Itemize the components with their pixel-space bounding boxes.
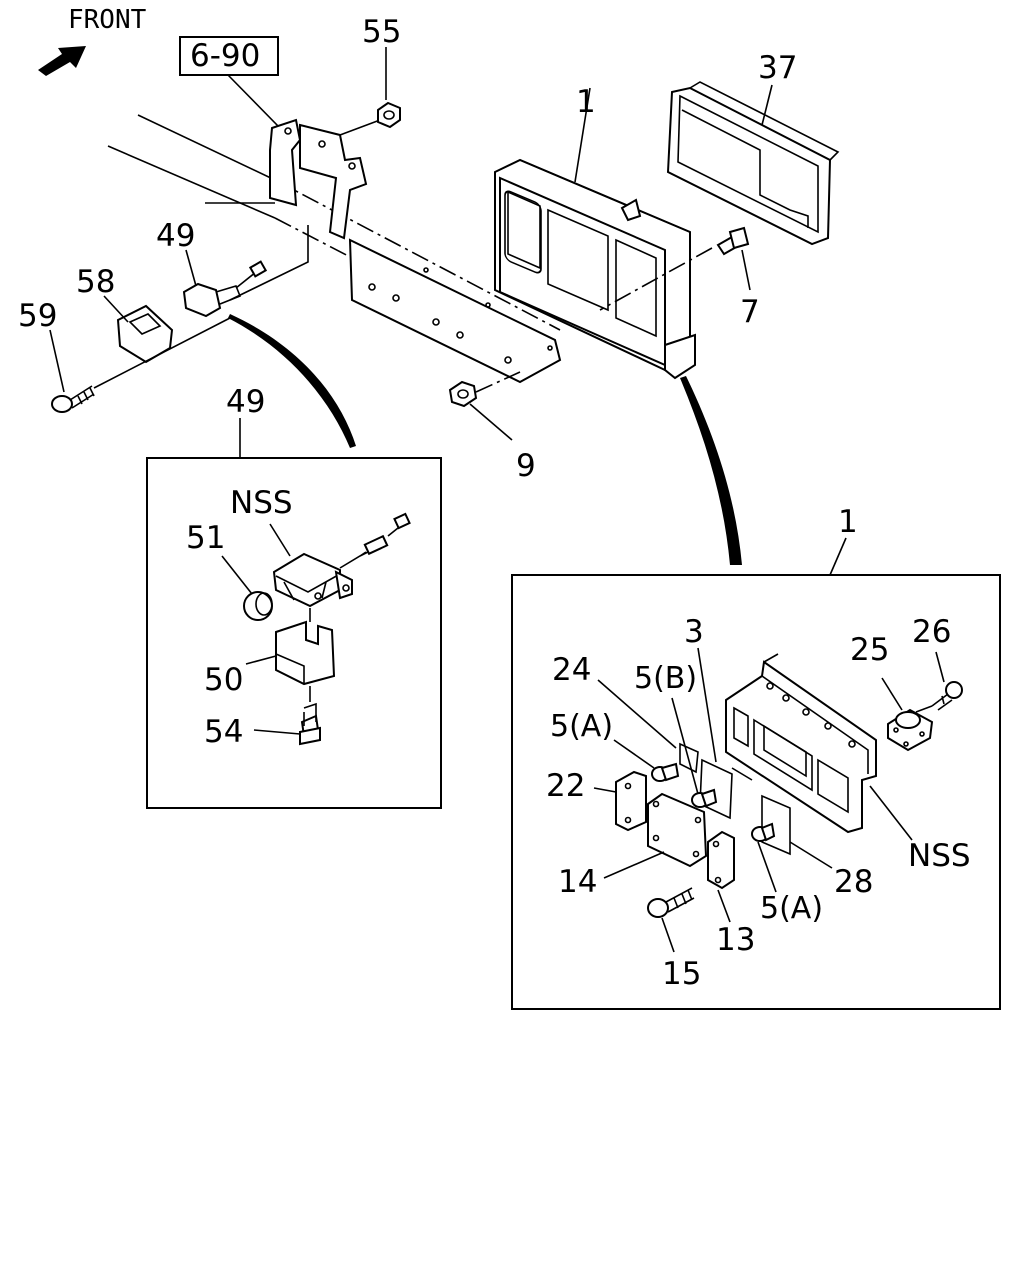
part-22-label: 22 (546, 768, 585, 804)
part-7-label: 7 (740, 294, 760, 330)
part-9-label: 9 (516, 448, 536, 484)
part-55-nut: 55 (362, 14, 401, 129)
part-58-label: 58 (76, 264, 115, 300)
front-arrow-icon (38, 46, 86, 76)
front-indicator: FRONT (38, 5, 147, 76)
part-9-nut: 9 (448, 371, 536, 484)
detail-49-label: 49 (226, 384, 265, 420)
part-1-control-unit: 1 (494, 84, 696, 380)
part-58-cover: 58 (76, 264, 174, 364)
part-51-label: 51 (186, 520, 225, 556)
part-1-label: 1 (576, 84, 596, 120)
callout-sweep-right (680, 376, 742, 565)
part-3-label: 3 (684, 614, 704, 650)
callout-sweep-left (228, 314, 356, 448)
part-37-label: 37 (758, 50, 797, 86)
part-25-label: 25 (850, 632, 889, 668)
detail-box-control-unit: 1 3 24 5(B) 5(A) (511, 504, 1001, 1010)
part-49-label: 49 (156, 218, 195, 254)
part-50-label: 50 (204, 662, 243, 698)
part-15-label: 15 (662, 956, 701, 992)
part-37-cover: 37 (666, 50, 840, 246)
front-label: FRONT (68, 5, 147, 35)
detail-1-label: 1 (838, 504, 858, 540)
nss-left-label: NSS (230, 485, 293, 521)
part-49-relay: 49 (156, 218, 268, 318)
nss-right-label: NSS (908, 838, 971, 874)
part-5a-top-label: 5(A) (550, 709, 613, 744)
detail-box-relay: 49 NSS 51 50 54 (146, 384, 442, 809)
part-14-label: 14 (558, 864, 597, 900)
part-5b-label: 5(B) (634, 661, 697, 696)
part-26-label: 26 (912, 614, 951, 650)
part-28-label: 28 (834, 864, 873, 900)
part-59-screw: 59 (18, 298, 231, 413)
part-13-label: 13 (716, 922, 755, 958)
part-55-label: 55 (362, 14, 401, 50)
part-5a-bottom-label: 5(A) (760, 891, 823, 926)
mounting-bracket (229, 118, 562, 384)
reference-box-label: 6-90 (190, 38, 260, 74)
part-7-bolt: 7 (599, 226, 760, 330)
reference-box: 6-90 (179, 36, 281, 129)
part-59-label: 59 (18, 298, 57, 334)
part-54-label: 54 (204, 714, 243, 750)
part-24-label: 24 (552, 652, 591, 688)
